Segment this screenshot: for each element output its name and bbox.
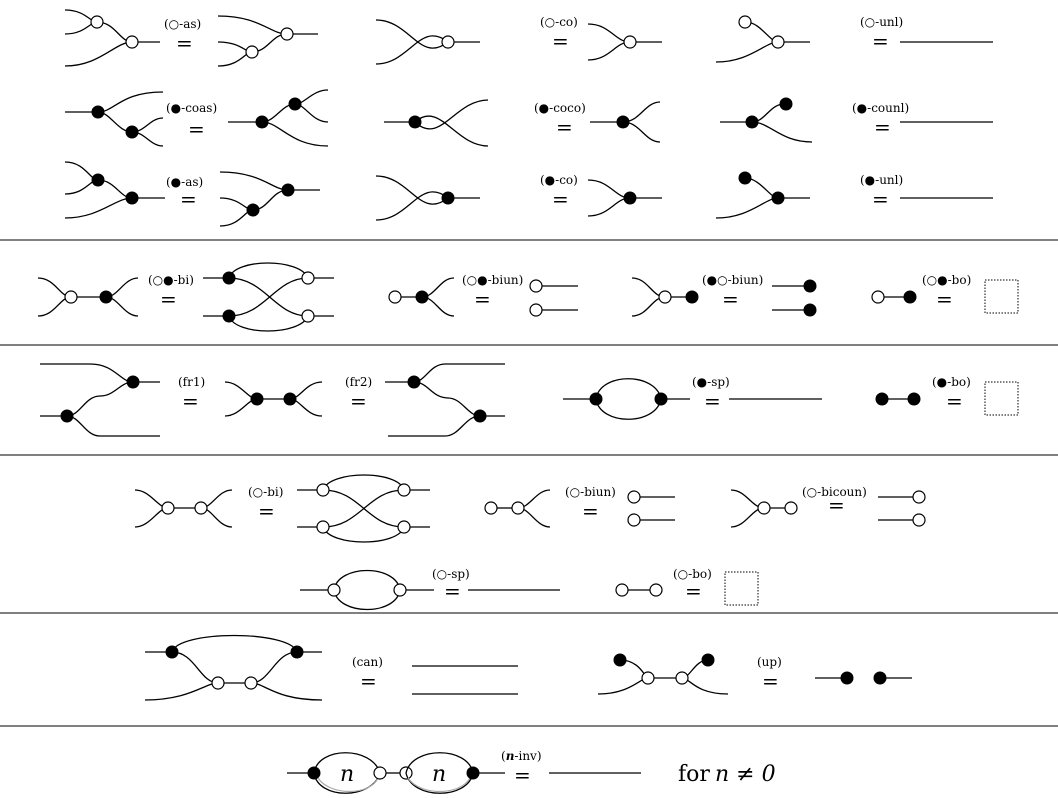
label-b-bo: (●-bo) xyxy=(932,375,971,389)
equals-can: = xyxy=(360,669,377,693)
rule-bw-biunit: (●○-biun) = xyxy=(631,273,817,317)
rule-black-associativity: (●-as) = xyxy=(64,161,320,227)
label-b-sp: (●-sp) xyxy=(692,375,730,389)
rule-white-unit: (○-unl) = xyxy=(715,15,993,63)
label-w-sp: (○-sp) xyxy=(432,567,470,581)
label-up: (up) xyxy=(757,655,782,669)
equals-w-bi: = xyxy=(258,499,275,523)
equals-b-sp: = xyxy=(704,389,721,413)
equals-wb-biun: = xyxy=(474,287,491,311)
equals-b-co: = xyxy=(552,187,569,211)
equals-w-biun: = xyxy=(582,499,599,523)
rule-white-special: (○-sp) = xyxy=(300,567,560,610)
label-fr1: (fr1) xyxy=(178,375,205,389)
rule-white-associativity: (○-as) = xyxy=(64,9,318,67)
equals-b-coas: = xyxy=(188,117,205,141)
label-w-unl: (○-unl) xyxy=(860,15,903,29)
rule-white-biunit: (○-biun) = xyxy=(484,485,675,528)
label-wb-bo: (○●-bo) xyxy=(922,273,971,287)
equals-w-sp: = xyxy=(444,579,461,603)
rule-up: (up) = xyxy=(597,653,912,695)
equals-wb-bo: = xyxy=(936,287,953,311)
equals-b-as: = xyxy=(180,187,197,211)
rule-wb-bialgebra: (○●-bi) = xyxy=(37,262,334,332)
equals-fr1: = xyxy=(182,389,199,413)
rule-white-bicounit: (○-bicoun) = xyxy=(730,485,926,528)
label-w-co: (○-co) xyxy=(540,15,578,29)
label-b-unl: (●-unl) xyxy=(860,173,903,187)
empty-diagram-box xyxy=(984,381,1019,416)
equals-b-counl: = xyxy=(874,115,891,139)
equals-w-as: = xyxy=(176,31,193,55)
rule-white-commutativity: (○-co) = xyxy=(375,15,662,65)
rule-black-counit: (●-counl) = xyxy=(720,97,993,143)
label-w-bo: (○-bo) xyxy=(673,567,712,581)
empty-diagram-box xyxy=(724,571,759,606)
rule-black-coassociativity: (●-coas) = xyxy=(65,89,329,147)
rule-frobenius: (fr1) = (fr2) = xyxy=(39,363,505,437)
label-b-as: (●-as) xyxy=(166,175,203,189)
rule-black-bone: (●-bo) = xyxy=(875,375,1019,416)
rule-black-unit: (●-unl) = xyxy=(715,171,993,219)
rule-white-bialgebra: (○-bi) = xyxy=(134,474,430,543)
equals-fr2: = xyxy=(350,389,367,413)
equals-w-bicoun: = xyxy=(828,493,845,517)
empty-diagram-box xyxy=(984,279,1019,314)
rule-black-cocommutativity: (●-coco) = xyxy=(384,99,661,147)
label-wb-bi: (○●-bi) xyxy=(148,273,194,287)
rule-wb-biunit: (○●-biun) = xyxy=(388,273,578,317)
n-box-right-label: n xyxy=(432,762,446,787)
label-n-inv: (n-inv) xyxy=(501,749,542,763)
equals-up: = xyxy=(762,669,779,693)
label-b-counl: (●-counl) xyxy=(852,101,909,115)
label-n-inv-rest: -inv xyxy=(514,749,537,763)
n-box-left-label: n xyxy=(340,762,354,787)
label-n-inv-n: n xyxy=(506,749,515,763)
equals-bw-biun: = xyxy=(722,287,739,311)
footer-for: for xyxy=(678,762,710,787)
equals-b-unl: = xyxy=(872,187,889,211)
equals-w-unl: = xyxy=(872,29,889,53)
rule-black-commutativity: (●-co) = xyxy=(375,173,662,221)
rule-wb-bone: (○●-bo) = xyxy=(871,273,1019,314)
label-w-bicoun: (○-bicoun) xyxy=(802,485,867,499)
label-can: (can) xyxy=(352,655,383,669)
label-wb-biun: (○●-biun) xyxy=(462,273,523,287)
label-b-co: (●-co) xyxy=(540,173,578,187)
label-w-bi: (○-bi) xyxy=(248,485,283,499)
rule-n-inverse: n n (n-inv) = for n ≠ 0 xyxy=(287,749,776,794)
label-w-as: (○-as) xyxy=(164,17,201,31)
label-b-coas: (●-coas) xyxy=(166,101,217,115)
rule-black-special: (●-sp) = xyxy=(563,375,822,420)
equals-w-co: = xyxy=(552,29,569,53)
rule-cancellation: (can) = xyxy=(144,634,518,701)
label-w-biun: (○-biun) xyxy=(565,485,616,499)
equals-b-coco: = xyxy=(556,115,573,139)
equals-b-bo: = xyxy=(946,389,963,413)
footer-condition: n ≠ 0 xyxy=(715,762,776,787)
equals-n-inv: = xyxy=(514,763,531,787)
rule-white-bone: (○-bo) = xyxy=(615,567,759,606)
equals-w-bo: = xyxy=(685,579,702,603)
label-b-coco: (●-coco) xyxy=(534,101,586,115)
label-bw-biun: (●○-biun) xyxy=(702,273,763,287)
label-fr2: (fr2) xyxy=(345,375,372,389)
equals-wb-bi: = xyxy=(160,287,177,311)
